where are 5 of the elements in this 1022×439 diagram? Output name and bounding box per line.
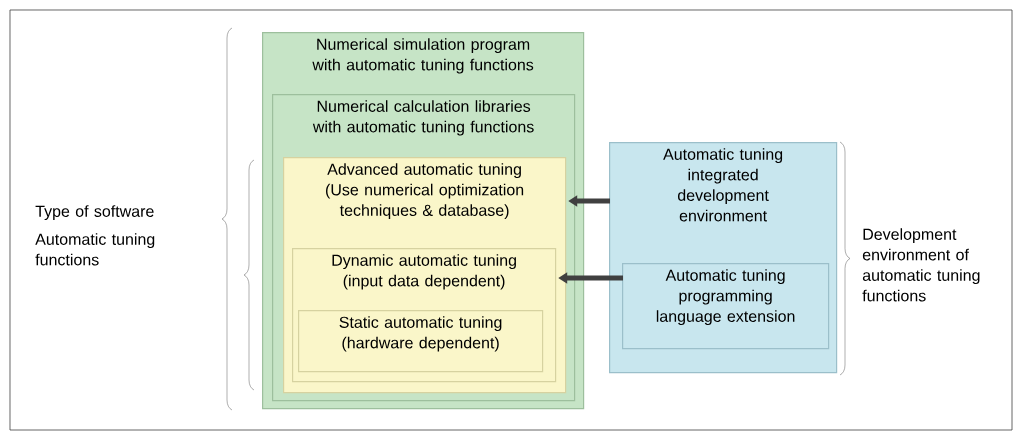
label: Development environment of automatic tuning functions	[862, 228, 980, 302]
box: Static automatic tuning (hardware dependent)	[298, 310, 544, 373]
label: Type of software	[35, 205, 154, 221]
label: Automatic tuning functions	[35, 233, 155, 266]
box: Automatic tuning programming language extension	[622, 263, 830, 350]
